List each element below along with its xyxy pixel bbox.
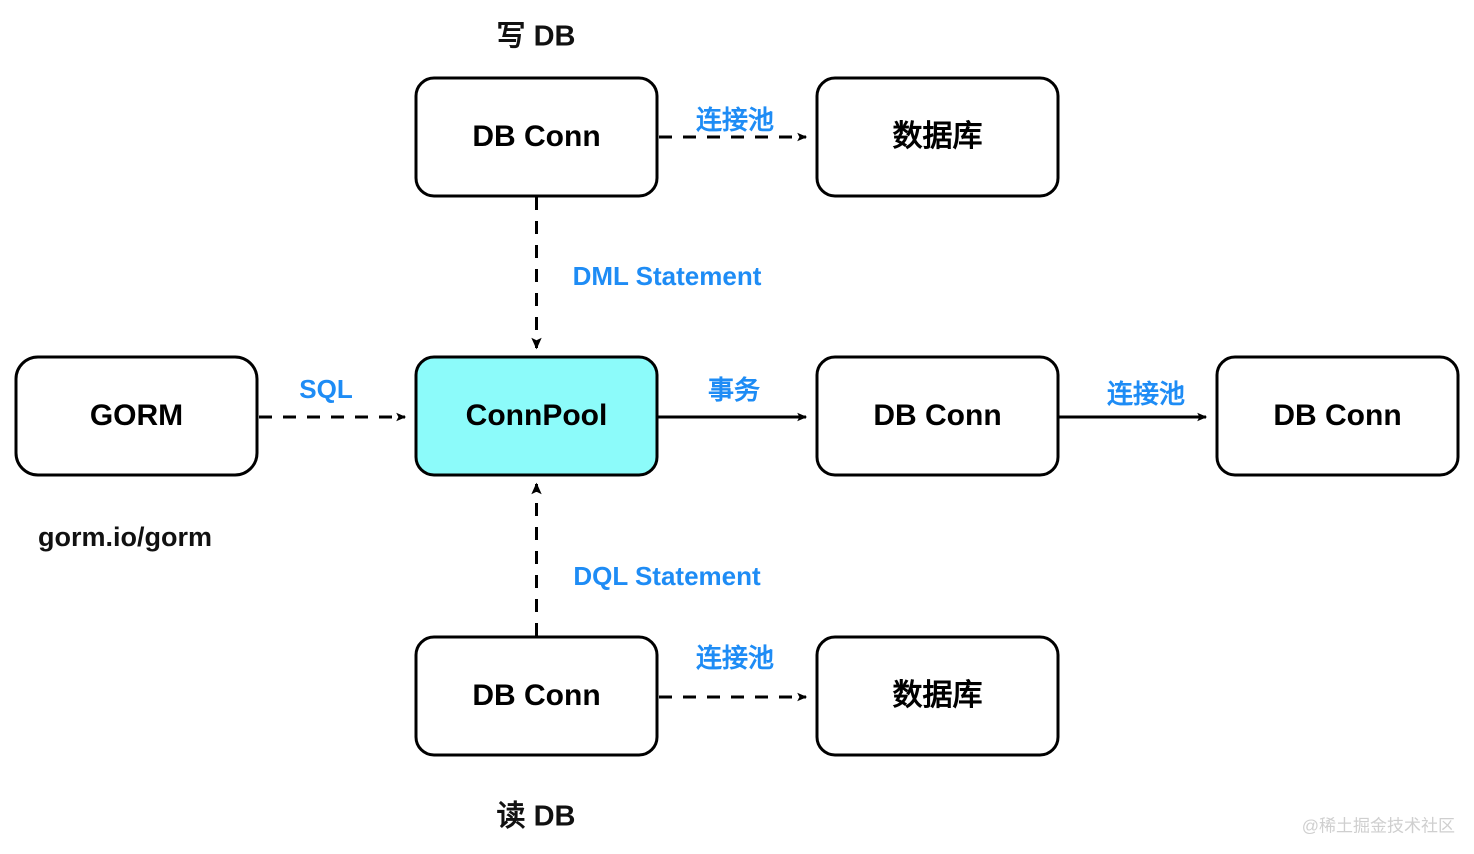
node-db-conn-read[interactable]: DB Conn bbox=[414, 635, 659, 757]
node-db-conn-write-label: DB Conn bbox=[472, 120, 600, 153]
node-database-read[interactable]: 数据库 bbox=[815, 635, 1060, 757]
edge-dml-statement: DML Statement bbox=[531, 197, 762, 350]
edge-read-connection-pool: 连接池 bbox=[659, 643, 808, 702]
node-db-conn-read-shape[interactable] bbox=[414, 635, 659, 757]
node-database-write[interactable]: 数据库 bbox=[815, 76, 1060, 198]
node-db-conn-read-label: DB Conn bbox=[472, 679, 600, 712]
node-database-write-shape[interactable] bbox=[815, 76, 1060, 198]
watermark: @稀土掘金技术社区 bbox=[1302, 816, 1455, 835]
edge-mid-connection-pool: 连接池 bbox=[1059, 379, 1208, 422]
node-gorm-shape[interactable] bbox=[14, 355, 259, 477]
edge-mid-connection-pool-label: 连接池 bbox=[1107, 379, 1185, 409]
group-label-write-db: 写 DB bbox=[497, 21, 576, 53]
node-db-conn-pool-label: DB Conn bbox=[1273, 399, 1401, 432]
node-connpool-shape[interactable] bbox=[414, 355, 659, 477]
edge-dml-statement-label: DML Statement bbox=[573, 261, 762, 291]
edge-write-connection-pool: 连接池 bbox=[659, 105, 808, 142]
node-db-conn-pool[interactable]: DB Conn bbox=[1215, 355, 1460, 477]
edge-transaction-label: 事务 bbox=[708, 375, 760, 405]
node-db-conn-write-shape[interactable] bbox=[414, 76, 659, 198]
node-db-conn-tx-label: DB Conn bbox=[873, 399, 1001, 432]
edge-write-connection-pool-label: 连接池 bbox=[696, 105, 774, 135]
edge-dql-statement: DQL Statement bbox=[531, 482, 761, 636]
edge-read-connection-pool-label: 连接池 bbox=[696, 643, 774, 673]
node-connpool[interactable]: ConnPool bbox=[414, 355, 659, 477]
node-db-conn-tx-shape[interactable] bbox=[815, 355, 1060, 477]
node-db-conn-write[interactable]: DB Conn bbox=[414, 76, 659, 198]
node-gorm-label: GORM bbox=[90, 399, 183, 432]
node-database-read-label: 数据库 bbox=[893, 679, 983, 712]
group-label-read-db: 读 DB bbox=[497, 800, 576, 833]
edge-transaction: 事务 bbox=[658, 375, 808, 422]
edge-sql: SQL bbox=[259, 374, 407, 422]
node-database-read-shape[interactable] bbox=[815, 635, 1060, 757]
caption-gorm-module: gorm.io/gorm bbox=[38, 522, 212, 552]
edge-dql-statement-label: DQL Statement bbox=[573, 561, 761, 591]
node-gorm[interactable]: GORM bbox=[14, 355, 259, 477]
node-db-conn-tx[interactable]: DB Conn bbox=[815, 355, 1060, 477]
node-database-write-label: 数据库 bbox=[893, 120, 983, 153]
node-db-conn-pool-shape[interactable] bbox=[1215, 355, 1460, 477]
node-connpool-label: ConnPool bbox=[466, 399, 608, 432]
edge-sql-label: SQL bbox=[299, 374, 353, 404]
